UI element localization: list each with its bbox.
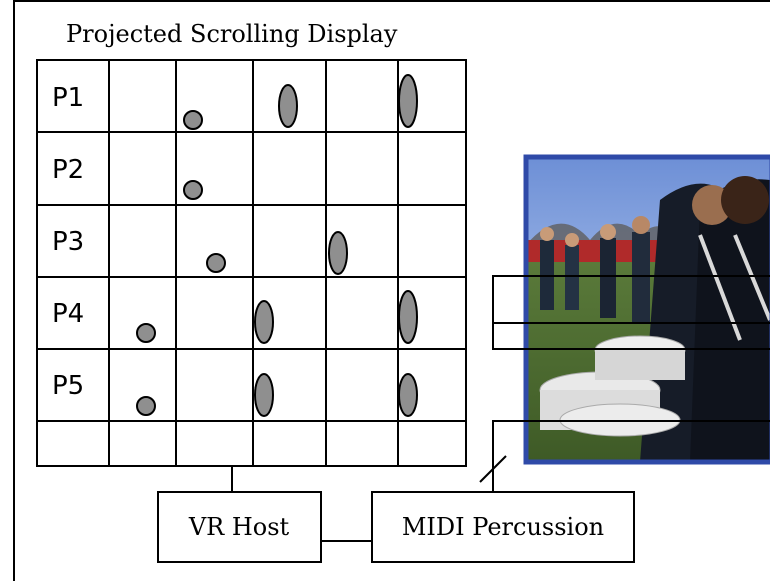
display-title: Projected Scrolling Display xyxy=(66,20,398,48)
note-markers xyxy=(136,74,418,417)
drummers-photo xyxy=(523,154,770,465)
note-p1-b xyxy=(278,84,298,128)
note-p1-a xyxy=(183,110,203,130)
midi-percussion-box: MIDI Percussion xyxy=(371,491,635,563)
row-label-p4: P4 xyxy=(52,299,84,329)
vr-host-label: VR Host xyxy=(188,513,290,541)
note-p4-a xyxy=(136,323,156,343)
note-p5-c xyxy=(398,373,418,417)
midi-percussion-label: MIDI Percussion xyxy=(402,513,604,541)
note-p1-c xyxy=(398,74,418,128)
vr-host-box: VR Host xyxy=(157,491,322,563)
row-label-p1: P1 xyxy=(52,83,84,113)
note-p4-b xyxy=(254,300,274,344)
midi-connection-lines xyxy=(479,275,770,492)
note-p5-b xyxy=(254,373,274,417)
scrolling-display-grid xyxy=(36,59,467,467)
note-p3-a xyxy=(206,253,226,273)
note-p3-b xyxy=(328,231,348,275)
row-label-p3: P3 xyxy=(52,227,84,257)
row-label-p5: P5 xyxy=(52,371,84,401)
note-p5-a xyxy=(136,396,156,416)
row-label-p2: P2 xyxy=(52,155,84,185)
note-p2-a xyxy=(183,180,203,200)
note-p4-c xyxy=(398,290,418,344)
